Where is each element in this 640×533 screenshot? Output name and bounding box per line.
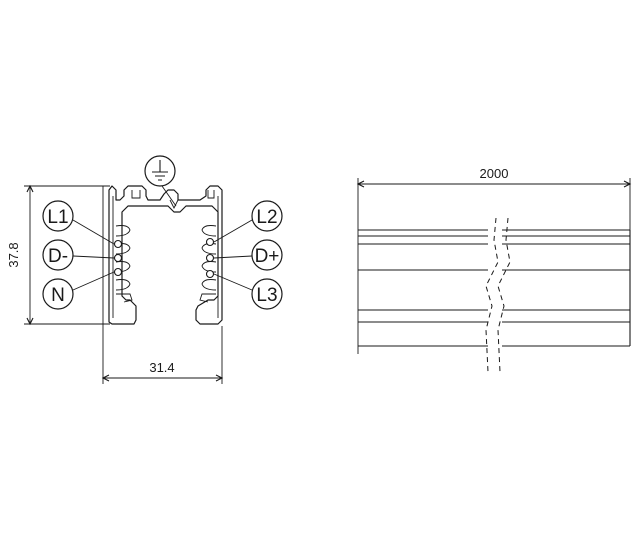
conductor-l1-dot — [113, 239, 123, 249]
length-dimension-label: 2000 — [480, 166, 509, 181]
label-dplus-text: D+ — [255, 246, 280, 267]
width-dimension-label: 31.4 — [149, 360, 174, 375]
length-dimension: 2000 — [356, 166, 632, 354]
height-dimension-label: 37.8 — [6, 242, 21, 267]
conductor-l2-dot — [205, 237, 215, 247]
rail-left-segment — [358, 229, 488, 347]
label-l2-text: L2 — [256, 207, 277, 228]
label-n: N — [42, 271, 115, 310]
label-dminus: D- — [42, 239, 115, 271]
label-dminus-text: D- — [48, 246, 68, 267]
conductor-dminus-dot — [113, 253, 123, 263]
height-dimension: 37.8 — [6, 184, 110, 326]
rail-right-segment — [502, 229, 631, 347]
label-l3-text: L3 — [256, 285, 277, 306]
conductor-l3-dot — [205, 269, 215, 279]
cross-section-view: L1 D- N L2 D+ L3 — [6, 155, 283, 384]
side-view: 2000 — [356, 166, 632, 373]
track-profile-outline — [108, 185, 223, 325]
break-lines — [485, 217, 511, 373]
label-l1-text: L1 — [47, 207, 68, 228]
label-n-text: N — [51, 285, 65, 306]
earth-ground-icon — [144, 155, 177, 207]
label-dplus: D+ — [213, 239, 283, 271]
width-dimension: 31.4 — [101, 186, 224, 384]
label-l2: L2 — [213, 200, 283, 243]
label-l3: L3 — [213, 273, 283, 310]
conductor-n-dot — [113, 267, 123, 277]
conductor-dplus-dot — [205, 253, 215, 263]
label-l1: L1 — [42, 200, 115, 245]
